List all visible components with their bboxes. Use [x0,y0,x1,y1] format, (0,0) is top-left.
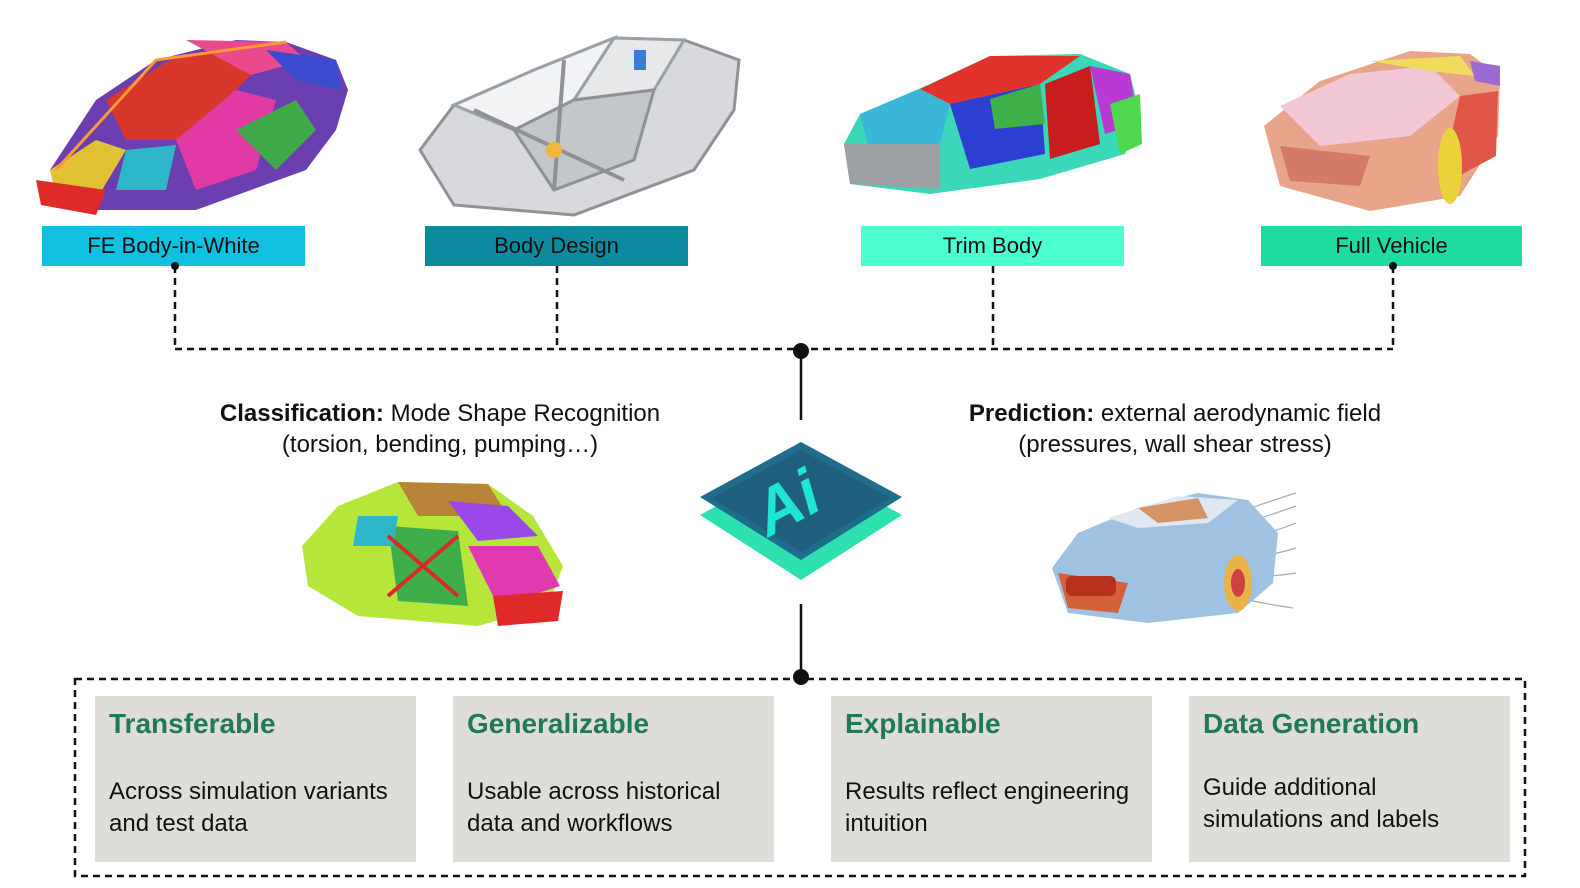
stage-label-fe-body-in-white: FE Body-in-White [42,226,305,266]
connector-dot [171,262,179,270]
card-title: Generalizable [467,708,650,739]
classification-caption: Classification: Mode Shape Recognition (… [180,398,700,460]
classification-detail: (torsion, bending, pumping…) [281,431,599,458]
prediction-detail: (pressures, wall shear stress) [1018,431,1332,458]
classification-line: Classification: Mode Shape Recognition [180,398,700,429]
stage-label-trim-body: Trim Body [861,226,1124,266]
card-transferable: Transferable Across simulation variants … [95,696,416,862]
stage-label-body-design: Body Design [425,226,688,266]
connector-node [793,669,809,685]
stage-label-text: Full Vehicle [1335,233,1448,258]
card-text: Usable across historical data and workfl… [467,778,721,837]
stage-label-text: Trim Body [942,233,1043,258]
prediction-caption: Prediction: external aerodynamic field (… [915,398,1435,460]
card-explainable: Explainable Results reflect engineering … [831,696,1152,862]
classification-text: Mode Shape Recognition [390,400,661,427]
stage-label-full-vehicle: Full Vehicle [1261,226,1522,266]
aero-field-car-image [1052,492,1297,623]
prediction-text: external aerodynamic field [1100,400,1382,427]
stage-label-text: Body Design [494,233,619,258]
card-title: Explainable [845,708,1001,739]
mode-shape-car-image [302,482,563,626]
full-vehicle-car-image [1264,51,1500,211]
card-title: Transferable [109,708,276,739]
connector-dot [1389,262,1397,270]
card-title: Data Generation [1203,708,1420,739]
card-text: Guide additional simulations and labels [1203,774,1440,833]
card-text: Across simulation variants and test data [109,778,388,837]
ai-logo-icon: Ai [700,442,902,580]
body-design-car-image [418,34,741,217]
prediction-label: Prediction: [968,400,1095,427]
card-generalizable: Generalizable Usable across historical d… [453,696,774,862]
connector-node [793,343,809,359]
classification-label: Classification: [219,400,384,427]
fe-body-in-white-car-image [36,40,348,215]
prediction-line: Prediction: external aerodynamic field [915,398,1435,429]
stage-label-text: FE Body-in-White [87,233,260,258]
card-data-generation: Data Generation Guide additional simulat… [1189,696,1510,862]
card-text: Results reflect engineering intuition [845,778,1130,837]
trim-body-car-image [844,54,1142,194]
